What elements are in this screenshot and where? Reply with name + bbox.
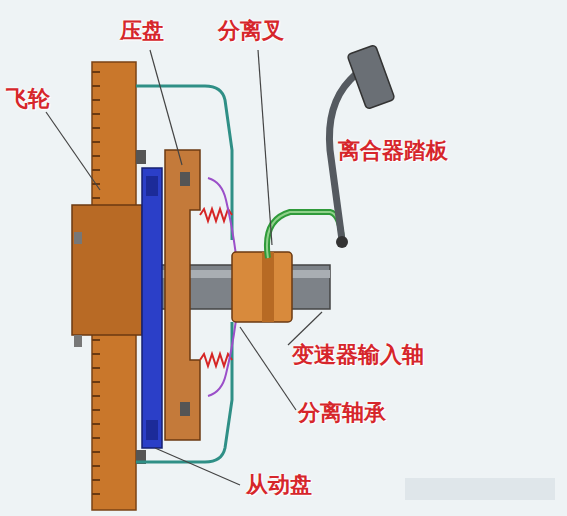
part-label: 飞轮	[6, 86, 50, 111]
release-bearing	[232, 252, 292, 322]
release-fork	[267, 212, 342, 258]
part-label: 变速器输入轴	[292, 342, 424, 367]
flywheel	[72, 62, 146, 510]
part-label: 分离轴承	[298, 400, 386, 425]
blurred-watermark	[405, 478, 555, 500]
driven-plate	[142, 168, 162, 448]
part-label: 压盘	[120, 18, 164, 43]
part-label: 从动盘	[246, 472, 312, 497]
leader-lines	[46, 50, 322, 485]
pressure-plate	[165, 150, 200, 440]
part-label: 离合器踏板	[338, 138, 448, 163]
springs	[200, 209, 232, 366]
part-label: 分离叉	[218, 18, 284, 43]
